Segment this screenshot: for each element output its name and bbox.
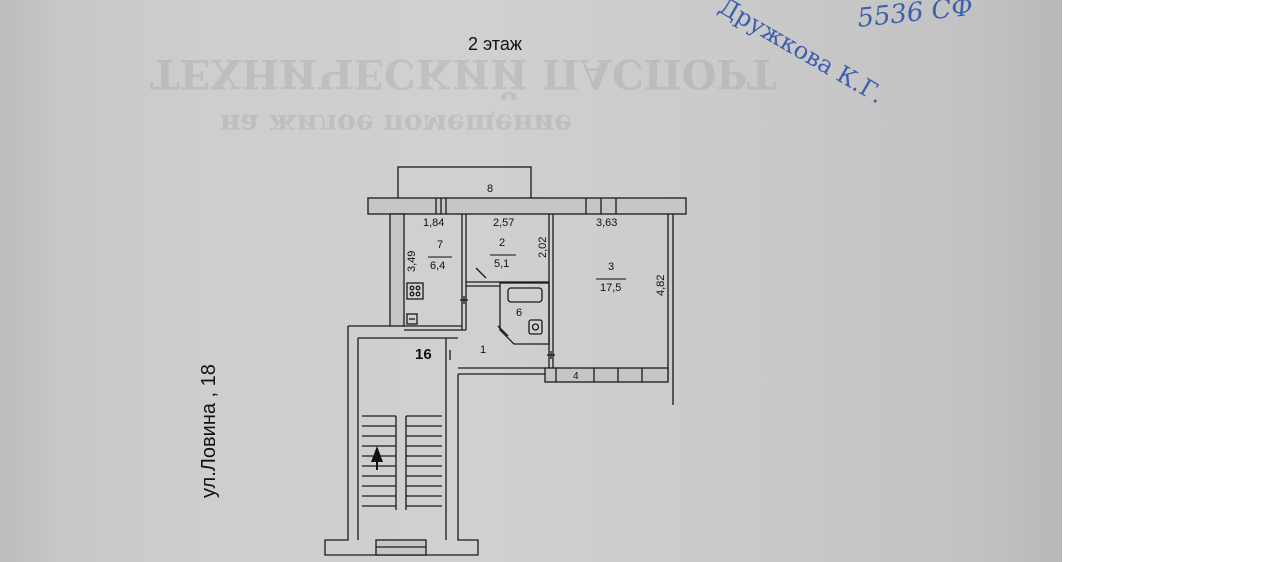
floor-plan: 8 1,84 2,57 3,63 7 6,4 2 5,1 3 17,5 6 1 … [324,166,687,556]
room-area-7: 6,4 [430,260,445,272]
blank-margin [1062,0,1280,562]
room-number-1: 1 [480,344,486,356]
dim-room7-depth: 3,49 [406,251,418,272]
street-address-label: ул.Ловина , 18 [198,364,220,498]
room-area-2: 5,1 [494,258,509,270]
balcony-outline [397,166,532,200]
room-number-8: 8 [487,183,493,195]
dim-room7-width: 1,84 [423,217,444,229]
dim-room3-depth: 4,82 [655,275,667,296]
room-area-3: 17,5 [600,282,621,294]
floor-label: 2 этаж [468,34,522,54]
dim-room3-width: 3,63 [596,217,617,229]
scanned-document: ТЕХНИЧЕСКИЙ ПАСПОРТ на жилое помещение [0,0,1062,562]
room-number-6: 6 [516,307,522,319]
stair-arrow-icon [371,446,383,462]
top-wall [367,197,687,215]
dim-room2-width: 2,57 [493,217,514,229]
storage-strip [544,367,669,383]
room-number-3: 3 [608,261,614,273]
room-number-4: 4 [573,371,579,382]
stair-treads [362,415,442,510]
left-wall [389,213,405,327]
dim-room2-depth: 2,02 [537,237,549,258]
room-number-2: 2 [499,237,505,249]
room-number-7: 7 [437,239,443,251]
flat-number: 16 [415,346,432,363]
